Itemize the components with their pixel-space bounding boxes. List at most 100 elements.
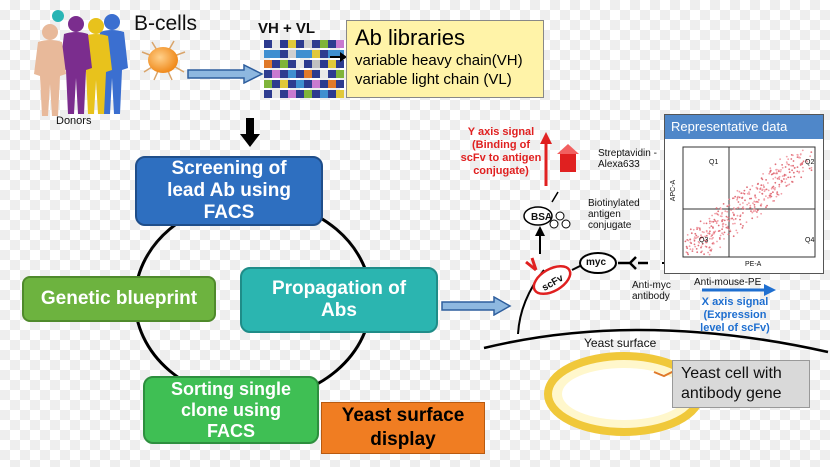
flow-dot: [686, 234, 689, 236]
flow-dot: [687, 239, 690, 242]
flow-dot: [708, 217, 711, 220]
flow-dot: [793, 167, 796, 169]
flow-dot: [754, 195, 756, 198]
screening-label: Screening of lead Ab using FACS: [167, 158, 291, 223]
propagation-box: Propagation of Abs: [240, 267, 438, 333]
flow-dot: [753, 200, 756, 203]
flow-dot: [791, 180, 793, 183]
flow-dot: [699, 220, 702, 223]
flow-dot: [708, 246, 711, 249]
flow-dot: [684, 240, 687, 243]
flow-dot: [761, 188, 764, 191]
flow-dot: [693, 236, 696, 238]
flow-dot: [785, 161, 788, 163]
flow-dot: [710, 235, 713, 238]
flow-dot: [761, 178, 764, 181]
biotinylated-label: Biotinylated antigen conjugate: [588, 198, 640, 231]
flow-dot: [793, 175, 796, 178]
anti-mouse-label: Anti-mouse-PE: [694, 277, 762, 288]
flow-dot: [765, 179, 767, 181]
flow-dot: [748, 191, 750, 193]
flow-dot: [790, 164, 793, 167]
flow-dot: [751, 217, 754, 220]
flow-dot: [808, 167, 811, 170]
flow-dot: [690, 232, 693, 235]
flow-dot: [796, 156, 799, 158]
flow-dot: [810, 151, 813, 153]
flow-dot: [687, 253, 689, 256]
flow-dot: [700, 245, 703, 248]
flow-dot: [715, 222, 718, 225]
flow-dot: [801, 149, 804, 152]
flow-dot: [736, 231, 739, 234]
flow-dot: [689, 248, 692, 251]
flow-dot: [717, 214, 720, 216]
vhvl-library-graphic: [264, 40, 344, 98]
flow-dot: [742, 225, 744, 227]
flow-dot: [734, 218, 737, 220]
flow-dot: [692, 228, 695, 231]
flow-dot: [705, 241, 708, 244]
flow-dot: [769, 196, 771, 199]
flow-dot: [759, 204, 762, 207]
flow-dot: [769, 167, 772, 170]
flow-dot: [805, 159, 808, 161]
flow-dot: [802, 170, 804, 173]
sorting-box: Sorting single clone using FACS: [143, 376, 319, 444]
flow-dot: [770, 173, 773, 176]
flow-dot: [769, 170, 772, 173]
flow-dot: [741, 197, 743, 199]
flow-dot: [787, 158, 790, 161]
flow-dot: [701, 231, 704, 233]
flow-dot: [788, 163, 790, 166]
flow-dot: [689, 238, 691, 241]
flow-dot: [712, 236, 714, 239]
flow-dot: [746, 192, 749, 195]
flow-dot: [796, 166, 799, 168]
flow-dot: [792, 164, 794, 167]
flow-dot: [767, 189, 770, 192]
flow-dot: [714, 230, 717, 233]
flow-dot: [712, 220, 715, 223]
flow-dot: [693, 243, 696, 246]
flow-dot: [781, 164, 783, 166]
flow-dot: [740, 192, 743, 195]
flow-dot: [732, 197, 734, 200]
flow-dot: [757, 182, 759, 185]
flow-dot: [709, 220, 711, 223]
flow-dot: [703, 239, 706, 242]
flow-dot: [790, 158, 793, 160]
flow-dot: [686, 252, 689, 254]
flow-dot: [750, 210, 752, 212]
flow-dot: [738, 190, 741, 193]
flow-dot: [788, 168, 791, 171]
flow-dot: [763, 190, 766, 193]
flow-dot: [697, 240, 700, 243]
flow-dot: [781, 175, 784, 177]
flow-dot: [705, 234, 708, 237]
flow-dot: [752, 202, 754, 205]
flow-dot: [764, 188, 767, 191]
flow-dot: [730, 209, 732, 211]
flow-dot: [691, 250, 694, 252]
flow-dot: [799, 164, 802, 166]
flow-dot: [743, 207, 746, 210]
flow-dot: [786, 184, 789, 187]
library-arrow: [330, 52, 347, 62]
flow-dot: [696, 228, 698, 230]
flow-dot: [711, 242, 714, 245]
flow-dot: [775, 171, 778, 174]
flow-dot: [798, 171, 800, 174]
flow-dot: [752, 210, 755, 213]
flow-dot: [767, 182, 769, 184]
flow-dot: [775, 195, 778, 198]
ab-libraries-box: Ab libraries variable heavy chain(VH) va…: [346, 20, 544, 98]
flow-dot: [768, 172, 771, 175]
flow-dot: [724, 210, 727, 212]
flow-dot: [723, 231, 726, 234]
flow-dot: [758, 191, 761, 193]
flow-dot: [700, 251, 702, 254]
flow-dot: [721, 228, 723, 231]
flow-dot: [761, 193, 764, 195]
flow-dot: [780, 169, 782, 171]
